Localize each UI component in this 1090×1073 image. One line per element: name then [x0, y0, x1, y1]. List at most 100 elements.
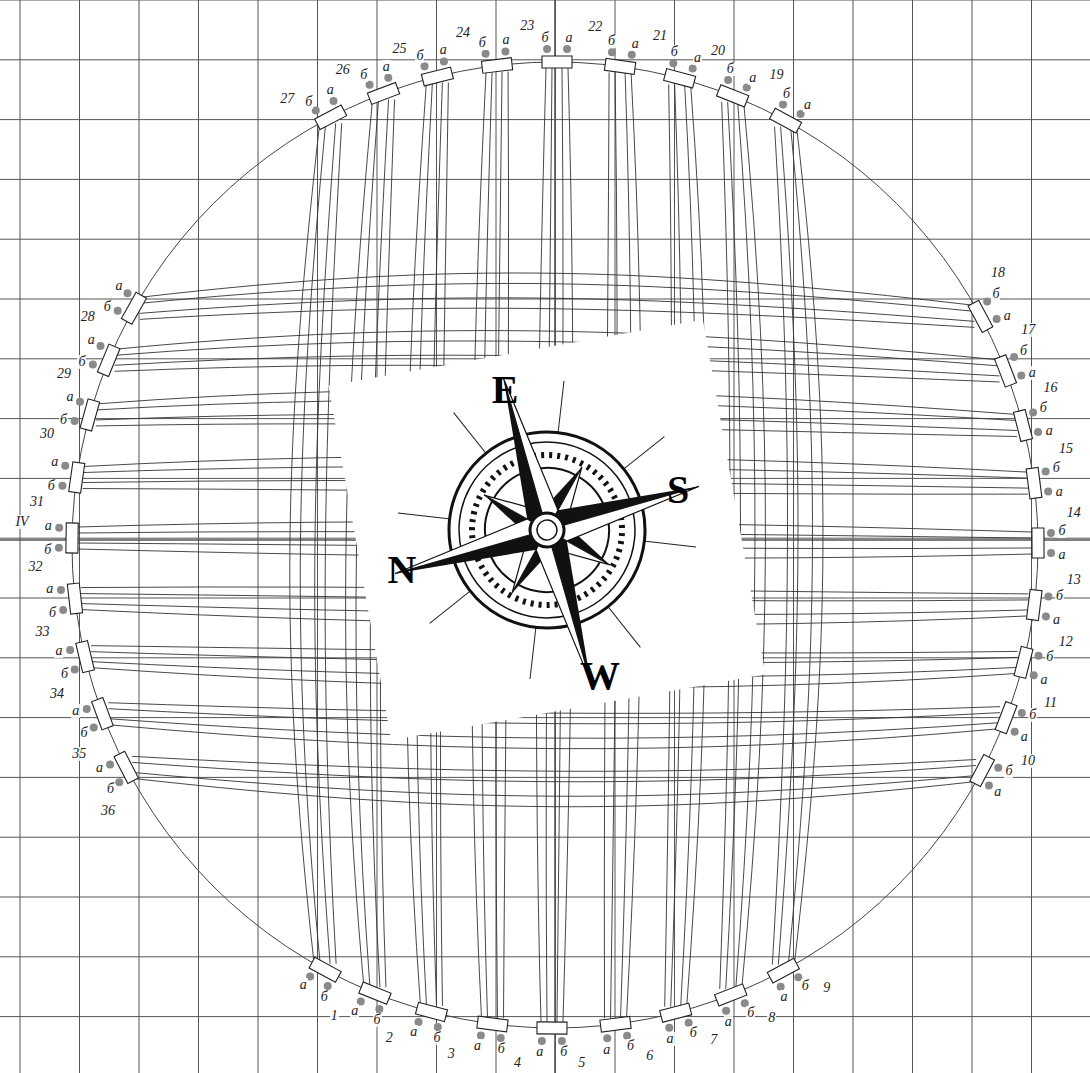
terminal-letter: a: [299, 978, 308, 992]
terminal-letter: a: [1028, 366, 1037, 380]
terminal-letter: б: [60, 667, 69, 681]
terminal-dot: [61, 462, 69, 470]
slots: [55, 45, 1055, 1045]
terminal-letter: a: [326, 83, 335, 97]
terminal-dot: [1042, 612, 1050, 620]
coil-strand: [132, 778, 976, 806]
terminal-letter: б: [432, 1031, 441, 1045]
terminal-letter: a: [565, 31, 574, 45]
slot-number: 33: [35, 625, 51, 639]
terminal-dot: [97, 342, 105, 350]
slot-number: 10: [1020, 754, 1036, 768]
terminal-letter: a: [382, 60, 391, 74]
slot-number: 34: [49, 687, 65, 701]
terminal-dot: [71, 417, 79, 425]
grid-line: [0, 0, 1090, 1]
slot-number: 7: [709, 1033, 718, 1047]
terminal-letter: a: [409, 1025, 418, 1039]
terminal-dot: [608, 48, 616, 56]
terminal-dot: [722, 1007, 730, 1015]
terminal-letter: a: [114, 279, 123, 293]
terminal-dot: [1035, 652, 1043, 660]
terminal-letter: a: [44, 519, 53, 533]
terminal-letter: б: [607, 34, 616, 48]
terminal-dot: [994, 764, 1002, 772]
terminal-letter: б: [59, 413, 68, 427]
terminal-letter: a: [1058, 548, 1067, 562]
terminal-dot: [90, 724, 98, 732]
terminal-letter: б: [559, 1045, 568, 1059]
coil-strand: [132, 772, 976, 796]
terminal-letter: б: [1004, 764, 1013, 778]
terminal-letter: a: [1045, 424, 1054, 438]
terminal-dot: [124, 289, 132, 297]
terminal-dot: [421, 62, 429, 70]
terminal-letter: a: [748, 71, 757, 85]
grid-line: [0, 239, 1090, 240]
terminal-letter: б: [1019, 344, 1028, 358]
slot-number: 32: [28, 560, 44, 574]
terminal-dot: [71, 665, 79, 673]
slot-number: 18: [990, 266, 1006, 280]
slot-box: [477, 1016, 508, 1032]
terminal-dot: [1030, 671, 1038, 679]
slot-box: [76, 641, 95, 673]
terminal-letter: б: [478, 36, 487, 50]
terminal-dot: [89, 361, 97, 369]
terminal-dot: [66, 646, 74, 654]
slot-box: [1026, 467, 1042, 498]
slot-number: 25: [392, 42, 408, 56]
compass-letter: W: [580, 656, 620, 696]
terminal-letter: б: [106, 782, 115, 796]
coil-strand: [772, 127, 787, 965]
grid-line: [0, 299, 1090, 300]
compass-hub: [535, 518, 560, 543]
slot-number: 8: [767, 1011, 776, 1025]
terminal-dot: [665, 1024, 673, 1032]
terminal-letter: a: [350, 1004, 359, 1018]
terminal-letter: a: [631, 37, 640, 51]
slot-number: 11: [1043, 696, 1058, 710]
terminal-letter: a: [803, 98, 812, 112]
compass-ring: [454, 437, 640, 623]
terminal-letter: a: [666, 1032, 675, 1046]
slot-number: 19: [768, 68, 784, 82]
terminal-letter: б: [497, 1042, 506, 1056]
terminal-letter: б: [80, 726, 89, 740]
terminal-letter: a: [87, 333, 96, 347]
terminal-letter: б: [1028, 708, 1037, 722]
terminal-letter: б: [304, 95, 313, 109]
slot-number: 14: [1066, 506, 1082, 520]
terminal-letter: б: [1057, 524, 1066, 538]
compass-ring: [470, 453, 623, 606]
terminal-dot: [1029, 409, 1037, 417]
slot-box: [770, 108, 802, 133]
terminal-dot: [724, 76, 732, 84]
coil-strand: [788, 127, 812, 965]
coil-strand: [140, 308, 975, 327]
grid-line: [0, 777, 1090, 778]
coil-strand: [132, 762, 976, 781]
terminal-dot: [329, 97, 337, 105]
terminal-letter: б: [801, 979, 810, 993]
compass: [329, 320, 766, 741]
terminal-letter: б: [48, 606, 57, 620]
slot-number: 15: [1058, 442, 1074, 456]
terminal-dot: [440, 57, 448, 65]
terminal-letter: б: [47, 479, 56, 493]
slot-box: [315, 105, 347, 130]
terminal-letter: a: [54, 644, 63, 658]
terminal-letter: б: [1039, 401, 1048, 415]
compass-letter: S: [667, 470, 689, 510]
slot-number: 17: [1020, 323, 1036, 337]
terminal-letter: a: [65, 390, 74, 404]
terminal-letter: б: [726, 62, 735, 76]
terminal-dot: [115, 778, 123, 786]
slot-box: [604, 58, 635, 74]
slot-box: [970, 754, 995, 786]
slot-number: 6: [645, 1049, 654, 1063]
coil-strand: [140, 273, 975, 305]
terminal-letter: б: [1052, 461, 1061, 475]
compass-rose: [352, 335, 743, 726]
